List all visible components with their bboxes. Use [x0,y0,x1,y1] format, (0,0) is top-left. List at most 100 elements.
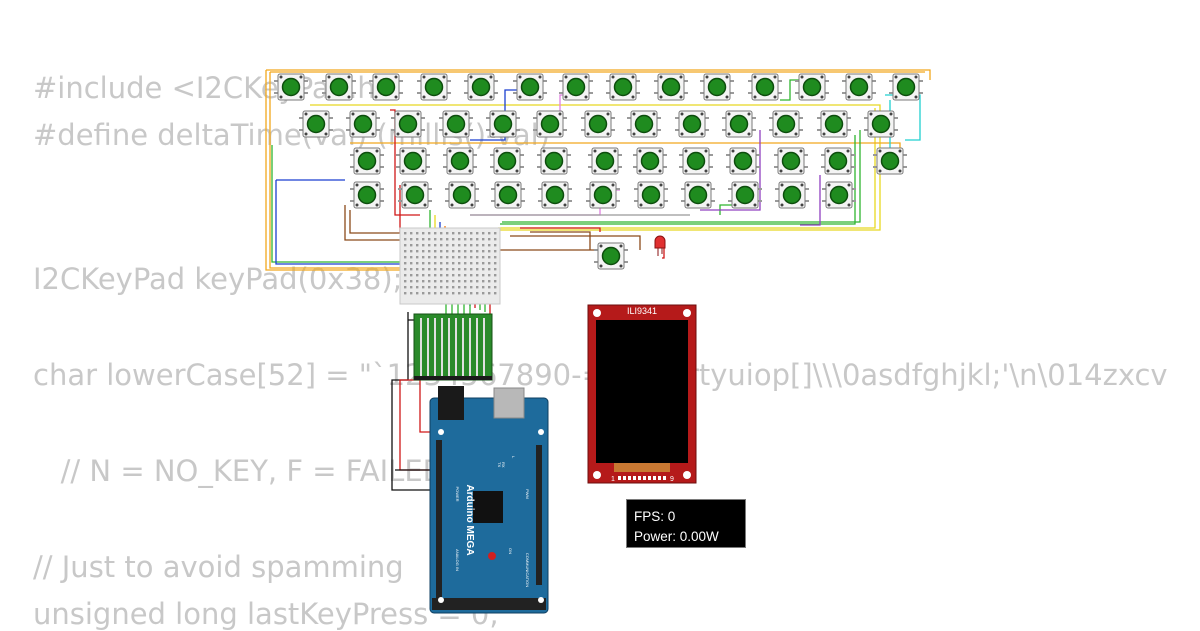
wire[interactable] [500,231,600,251]
key-button-grid[interactable] [274,73,923,270]
wire[interactable] [800,175,821,226]
arduino-mega-board[interactable]: Arduino MEGA POWER ANALOG IN PWM COMMUNI… [429,386,549,614]
key-button[interactable] [322,73,356,101]
wire[interactable] [344,205,412,241]
key-button[interactable] [537,147,571,175]
key-button[interactable] [748,73,782,101]
key-button[interactable] [700,73,734,101]
key-button[interactable] [654,73,688,101]
key-button[interactable] [594,242,628,270]
code-line: // N = NO_KEY, F = FAILED [33,454,445,488]
key-button[interactable] [606,73,640,101]
on-led-label: ON [508,548,513,554]
pcf8574-module[interactable] [413,313,493,381]
key-button[interactable] [795,73,829,101]
key-button[interactable] [464,73,498,101]
key-button[interactable] [417,73,451,101]
key-button[interactable] [633,147,667,175]
board-name-label: Arduino MEGA [464,484,475,555]
wire[interactable] [662,248,665,259]
red-led[interactable] [654,235,666,256]
key-button[interactable] [350,181,384,209]
analog-in-label: ANALOG IN [455,549,460,571]
key-button[interactable] [679,147,713,175]
reset-button[interactable] [488,552,496,560]
key-button[interactable] [538,181,572,209]
display-pin-first: 1 [611,476,615,483]
key-button[interactable] [439,110,473,138]
key-button[interactable] [627,110,661,138]
key-button[interactable] [726,147,760,175]
key-button[interactable] [369,73,403,101]
wire[interactable] [271,145,405,263]
power-readout: Power: 0.00W [634,529,719,544]
l-led-label: L [511,456,516,459]
key-button[interactable] [486,110,520,138]
wire[interactable] [390,109,420,216]
key-button[interactable] [822,181,856,209]
wire[interactable] [275,179,408,265]
key-button[interactable] [586,181,620,209]
key-button[interactable] [864,110,898,138]
communication-label: COMMUNICATION [525,553,530,587]
key-button[interactable] [513,73,547,101]
key-button[interactable] [533,110,567,138]
key-button[interactable] [675,110,709,138]
key-button[interactable] [588,147,622,175]
key-button[interactable] [350,147,384,175]
key-button[interactable] [445,181,479,209]
wire[interactable] [265,69,931,271]
wire[interactable] [500,135,856,225]
key-button[interactable] [873,147,907,175]
wire[interactable] [510,235,641,250]
key-button[interactable] [722,110,756,138]
breadboard[interactable] [399,227,501,305]
wire[interactable] [498,108,876,229]
key-button[interactable] [634,181,668,209]
microcontroller-chip [473,491,503,523]
key-button[interactable] [775,181,809,209]
code-line: I2CKeyPad keyPad(0x38); [33,262,403,296]
key-button[interactable] [391,110,425,138]
key-button[interactable] [817,110,851,138]
key-button[interactable] [842,73,876,101]
left-header [436,440,442,600]
key-button[interactable] [490,147,524,175]
rx-label: RX [501,462,506,468]
wire[interactable] [700,130,761,211]
key-button[interactable] [346,110,380,138]
key-button[interactable] [681,181,715,209]
key-button[interactable] [889,73,923,101]
wire[interactable] [349,210,410,234]
key-button[interactable] [581,110,615,138]
wire[interactable] [269,71,925,269]
power-label: POWER [455,486,460,501]
display-ribbon [614,463,670,472]
right-header [536,445,542,585]
wire[interactable] [350,142,901,160]
key-button[interactable] [559,73,593,101]
display-title: ILI9341 [627,306,657,316]
key-button[interactable] [396,147,430,175]
key-button[interactable] [769,110,803,138]
fps-readout: FPS: 0 [634,509,676,524]
key-button[interactable] [491,181,525,209]
wire[interactable] [445,300,471,320]
key-button[interactable] [728,181,762,209]
key-button[interactable] [299,110,333,138]
key-button[interactable] [774,147,808,175]
wire[interactable] [520,227,601,232]
power-jack [438,386,464,420]
key-button[interactable] [274,73,308,101]
display-pin-last: 9 [670,476,674,483]
wire[interactable] [502,130,861,223]
key-button[interactable] [398,181,432,209]
pwm-label: PWM [525,489,530,499]
tx-label: TX [497,462,502,467]
key-button[interactable] [443,147,477,175]
code-line: char lowerCase[52] = "`1234567890-=\tqwe… [33,358,1168,392]
code-line: // Just to avoid spamming [33,550,404,584]
key-button[interactable] [821,147,855,175]
ili9341-display[interactable]: ILI9341 1 9 [587,304,697,484]
